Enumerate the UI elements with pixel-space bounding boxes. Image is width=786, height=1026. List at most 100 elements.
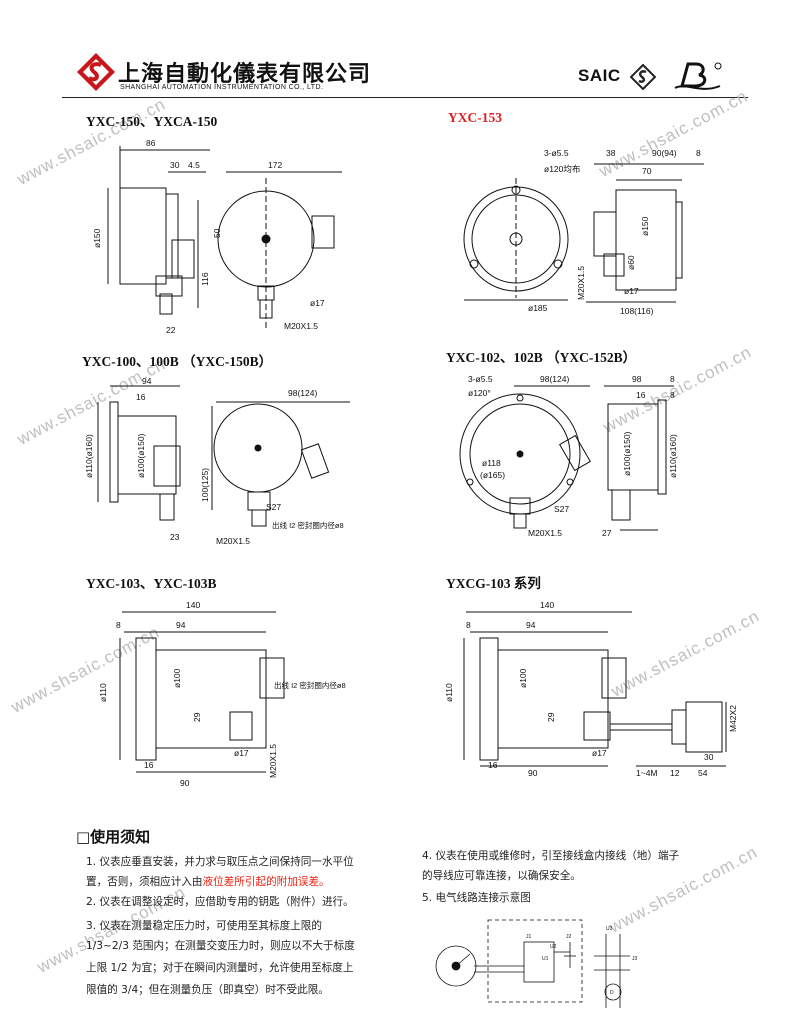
note-2: 2. 仪表在调整设定时，应借助专用的钥匙（附件）进行。 [86, 896, 354, 908]
wiring-label: J2 [566, 934, 572, 940]
dim-label: 3-ø5.5 [544, 148, 569, 158]
brand-b-logo-icon [674, 62, 722, 90]
saic-emblem-icon [630, 64, 656, 90]
section-title-yxc102: YXC-102、102B （YXC-152B） [446, 350, 637, 365]
note-5: 5. 电气线路连接示意图 [422, 892, 531, 904]
dim-label: S27 [266, 502, 281, 512]
section-title-yxc153: YXC-153 [448, 110, 502, 125]
brand-saic: SAIC [578, 66, 621, 85]
dim-label: 140 [540, 600, 554, 610]
note-4-line-a: 4. 仪表在使用或维修时，引至接线盒内接线（地）端子 [422, 850, 680, 862]
wiring-label: U3 [606, 926, 613, 932]
note-1-line-a: 1. 仪表应垂直安装，并力求与取压点之间保持同一水平位 [86, 856, 354, 868]
dim-label: 16 [636, 390, 646, 400]
dim-label: 86 [146, 138, 156, 148]
dim-label: 94 [526, 620, 536, 630]
dim-label: 4.5 [188, 160, 200, 170]
note-4-line-b: 的导线应可靠连接，以确保安全。 [422, 870, 581, 882]
drawing-yxc150: 86 30 4.5 172 ø17 M20X1.5 22 ø150 50 116 [80, 128, 360, 347]
drawing-yxc102: 3-ø5.5 ø120° 98(124) 98 8 16 8 ø118 (ø16… [444, 364, 744, 558]
company-name-en: SHANGHAI AUTOMATION INSTRUMENTATION CO.,… [120, 84, 324, 91]
wiring-label: D [610, 990, 614, 996]
wiring-label: U2 [550, 944, 557, 950]
dim-label: 3-ø5.5 [468, 374, 493, 384]
dim-label: 8 [696, 148, 701, 158]
dim-label: ø100 [172, 668, 182, 688]
section-title-yxc150: YXC-150、YXCA-150 [86, 114, 218, 129]
dim-label: ø185 [528, 303, 548, 313]
dim-label: ø60 [626, 255, 636, 270]
dim-label: ø100 [518, 668, 528, 688]
dim-label: ø110(ø160) [84, 434, 94, 478]
dim-label: M20X1.5 [576, 266, 586, 300]
dim-label: 94 [176, 620, 186, 630]
dim-label: ø17 [592, 748, 607, 758]
dim-label: 29 [192, 712, 202, 722]
dim-label: ø100(ø150) [136, 433, 146, 478]
wiring-label: U1 [542, 956, 549, 962]
section-title-yxcg103: YXCG-103 系列 [446, 576, 541, 591]
note-3-line-b: 1/3~2/3 范围内；在测量交变压力时，则应以不大于标度 [86, 940, 355, 952]
notes-heading: □使用须知 [76, 828, 151, 846]
dim-label: 8 [670, 390, 675, 400]
dim-label: 16 [136, 392, 146, 402]
note-1-highlight: 液位差所引起的附加误差。 [202, 876, 330, 888]
dim-label: M20X1.5 [268, 744, 278, 778]
dim-label: 8 [670, 374, 675, 384]
section-title-yxc103: YXC-103、YXC-103B [86, 576, 217, 591]
dim-label: 27 [602, 528, 612, 538]
wiring-label: J3 [632, 956, 638, 962]
dim-label: (ø165) [480, 470, 505, 480]
wiring-label: J1 [526, 934, 532, 940]
dim-label: 90 [528, 768, 538, 778]
dim-label: ø120均布 [544, 164, 580, 174]
dim-label: 1~4M [636, 768, 658, 778]
note-1-line-b: 置，否则，须相应计入由液位差所引起的附加误差。 [86, 872, 330, 892]
dim-label: S27 [554, 504, 569, 514]
dim-label: ø17 [234, 748, 249, 758]
dim-label: 8 [116, 620, 121, 630]
company-logo-icon [77, 53, 115, 91]
wiring-note: 出线 I2 密封圈内径ø8 [272, 520, 344, 530]
dim-label: 100(125) [200, 468, 210, 502]
dim-label: M20X1.5 [284, 321, 318, 331]
dim-label: 16 [144, 760, 154, 770]
dim-label: 30 [704, 752, 714, 762]
drawing-yxc103: 140 8 94 出线 I2 密封圈内径ø8 ø17 16 90 ø110 ø1… [80, 592, 380, 806]
page-header: 上海自動化儀表有限公司 SHANGHAI AUTOMATION INSTRUME… [0, 0, 786, 100]
dim-label: M20X1.5 [528, 528, 562, 538]
dim-label: 172 [268, 160, 282, 170]
dim-label: ø100(ø150) [622, 431, 632, 476]
dim-label: M42X2 [728, 705, 738, 732]
dim-label: 16 [488, 760, 498, 770]
note-3-line-d: 限值的 3/4；但在测量负压（即真空）时不受此限。 [86, 984, 329, 996]
wiring-note: 出线 I2 密封圈内径ø8 [274, 680, 346, 690]
dim-label: 38 [606, 148, 616, 158]
dim-label: ø17 [310, 298, 325, 308]
dim-label: 94 [142, 376, 152, 386]
company-name-cn: 上海自動化儀表有限公司 [118, 61, 372, 87]
dim-label: ø150 [92, 228, 102, 248]
wiring-diagram: J1 J2 J3 U1 U2 U3 D [430, 912, 660, 1016]
dim-label: ø110 [444, 683, 454, 702]
note-1-text: 置，否则，须相应计入由 [86, 876, 203, 888]
dim-label: 54 [698, 768, 708, 778]
dim-label: ø150 [640, 216, 650, 236]
dim-label: ø110 [98, 683, 108, 702]
dim-label: 8 [466, 620, 471, 630]
section-title-yxc100: YXC-100、100B （YXC-150B） [82, 354, 273, 369]
header-rule [62, 97, 748, 98]
dim-label: ø120° [468, 388, 491, 398]
dim-label: ø17 [624, 286, 639, 296]
drawing-yxc100: 94 16 98(124) S27 M20X1.5 23 出线 I2 密封圈内径… [80, 366, 380, 560]
dim-label: 108(116) [620, 306, 654, 316]
dim-label: M20X1.5 [216, 536, 250, 546]
dim-label: 50 [212, 228, 222, 238]
dim-label: 23 [170, 532, 180, 542]
dim-label: 140 [186, 600, 200, 610]
dim-label: 12 [670, 768, 680, 778]
dim-label: 22 [166, 325, 176, 335]
dim-label: 98 [632, 374, 642, 384]
note-3-line-c: 上限 1/2 为宜；对于在瞬间内测量时，允许使用至标度上 [86, 962, 354, 974]
note-3-line-a: 3. 仪表在测量稳定压力时，可使用至其标度上限的 [86, 920, 322, 932]
